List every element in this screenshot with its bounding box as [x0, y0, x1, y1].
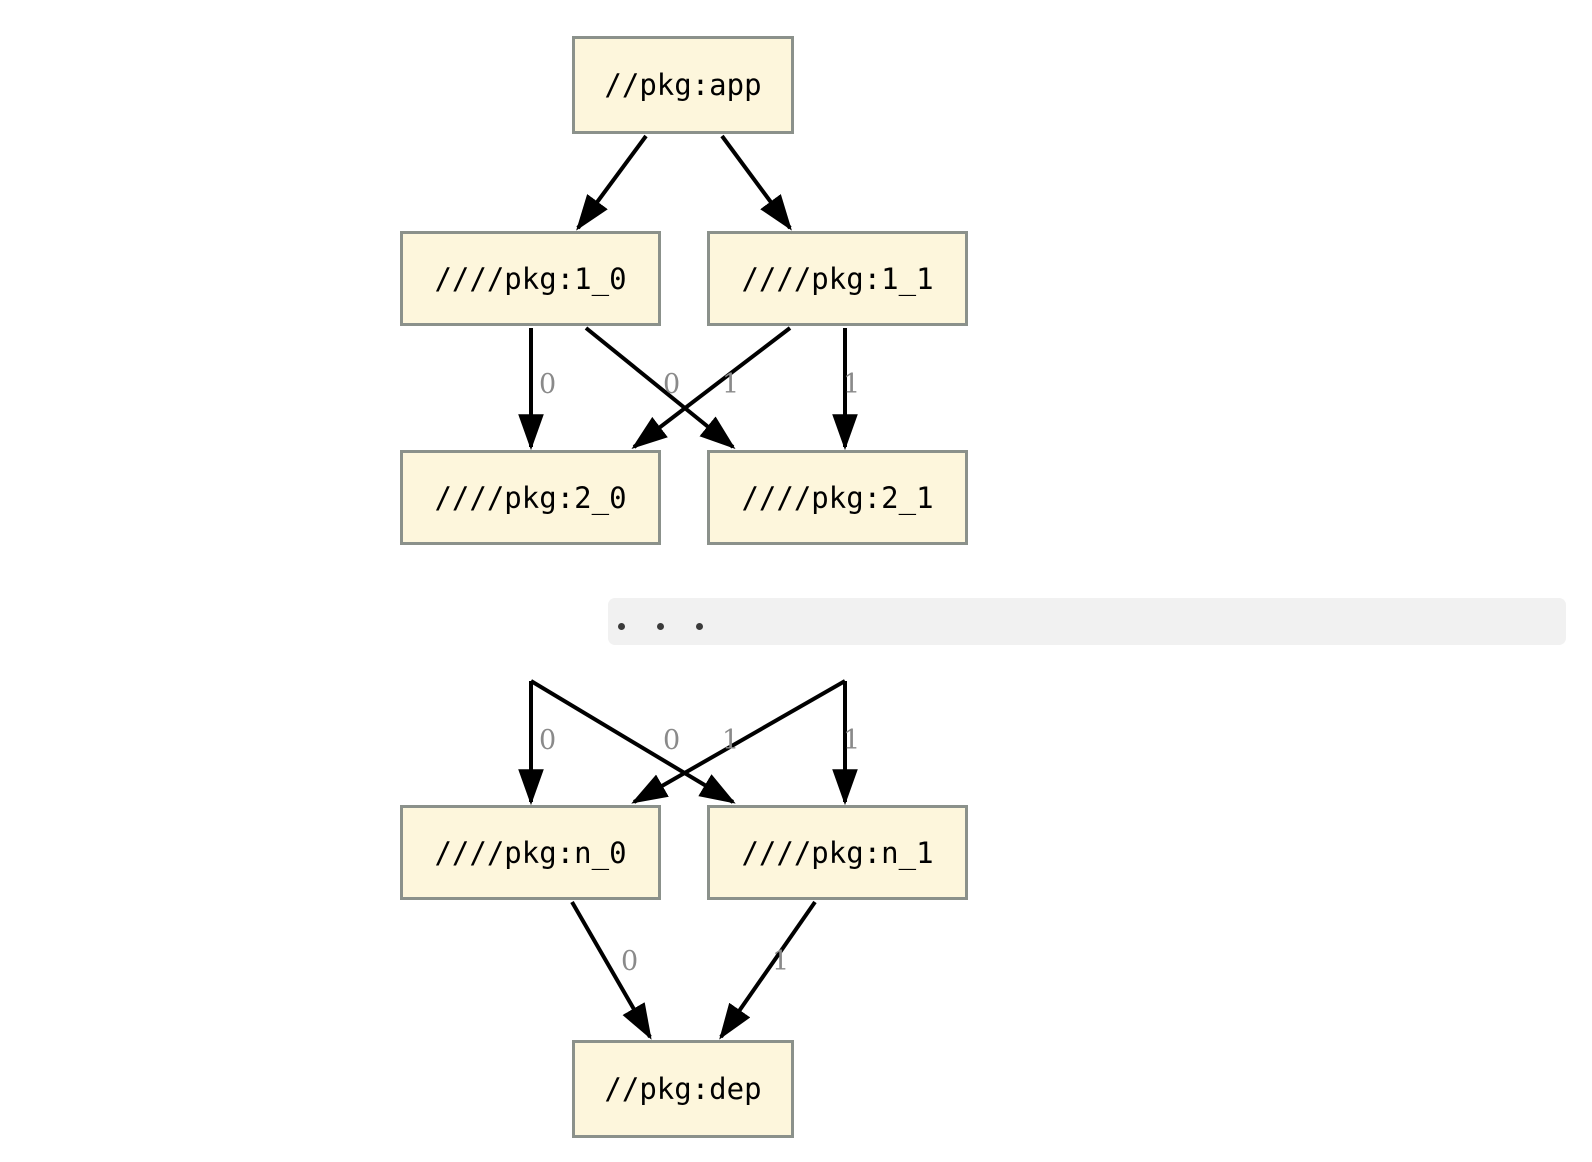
edge-l1_1-to-l2_0	[631, 326, 792, 449]
edge-app-to-l1_1	[720, 134, 792, 231]
edge-label-src-to-ln_1: 1	[843, 725, 861, 756]
edge-l1_0-to-l2_1	[584, 326, 736, 450]
graph-node-ln_0[interactable]: ////pkg:n_0	[400, 805, 661, 900]
edge-src-to-ln_1	[529, 679, 736, 804]
edge-label-src-to-ln_0: 0	[539, 725, 557, 756]
edge-label-ln_0-to-dep: 0	[621, 946, 639, 977]
edge-src-to-ln_0	[631, 679, 846, 804]
graph-node-ln_1[interactable]: ////pkg:n_1	[707, 805, 968, 900]
ellipsis-dot-3	[696, 623, 703, 630]
graph-node-l1_0[interactable]: ////pkg:1_0	[400, 231, 661, 326]
edge-label-l1_0-to-l2_1: 0	[663, 369, 681, 400]
edge-label-l1_0-to-l2_0: 0	[539, 369, 557, 400]
edge-label-l1_1-to-l2_1: 1	[843, 369, 861, 400]
ellipsis-dot-2	[657, 623, 664, 630]
edge-label-ln_1-to-dep: 1	[772, 946, 790, 977]
edge-lines	[518, 134, 858, 1040]
graph-node-l1_1[interactable]: ////pkg:1_1	[707, 231, 968, 326]
edge-app-to-l1_0	[576, 134, 648, 231]
edge-ln_1-to-dep	[719, 900, 817, 1040]
edge-ln_0-to-dep	[570, 900, 652, 1040]
edge-label-src-to-ln_0: 1	[722, 725, 740, 756]
graph-node-app[interactable]: //pkg:app	[572, 36, 794, 134]
ellipsis-dot-1	[618, 623, 625, 630]
graph-node-l2_0[interactable]: ////pkg:2_0	[400, 450, 661, 545]
graph-node-dep[interactable]: //pkg:dep	[572, 1040, 794, 1138]
graph-node-l2_1[interactable]: ////pkg:2_1	[707, 450, 968, 545]
edge-label-src-to-ln_1: 0	[663, 725, 681, 756]
truncation-indicator-band	[608, 598, 1566, 645]
edge-label-l1_1-to-l2_0: 1	[722, 369, 740, 400]
